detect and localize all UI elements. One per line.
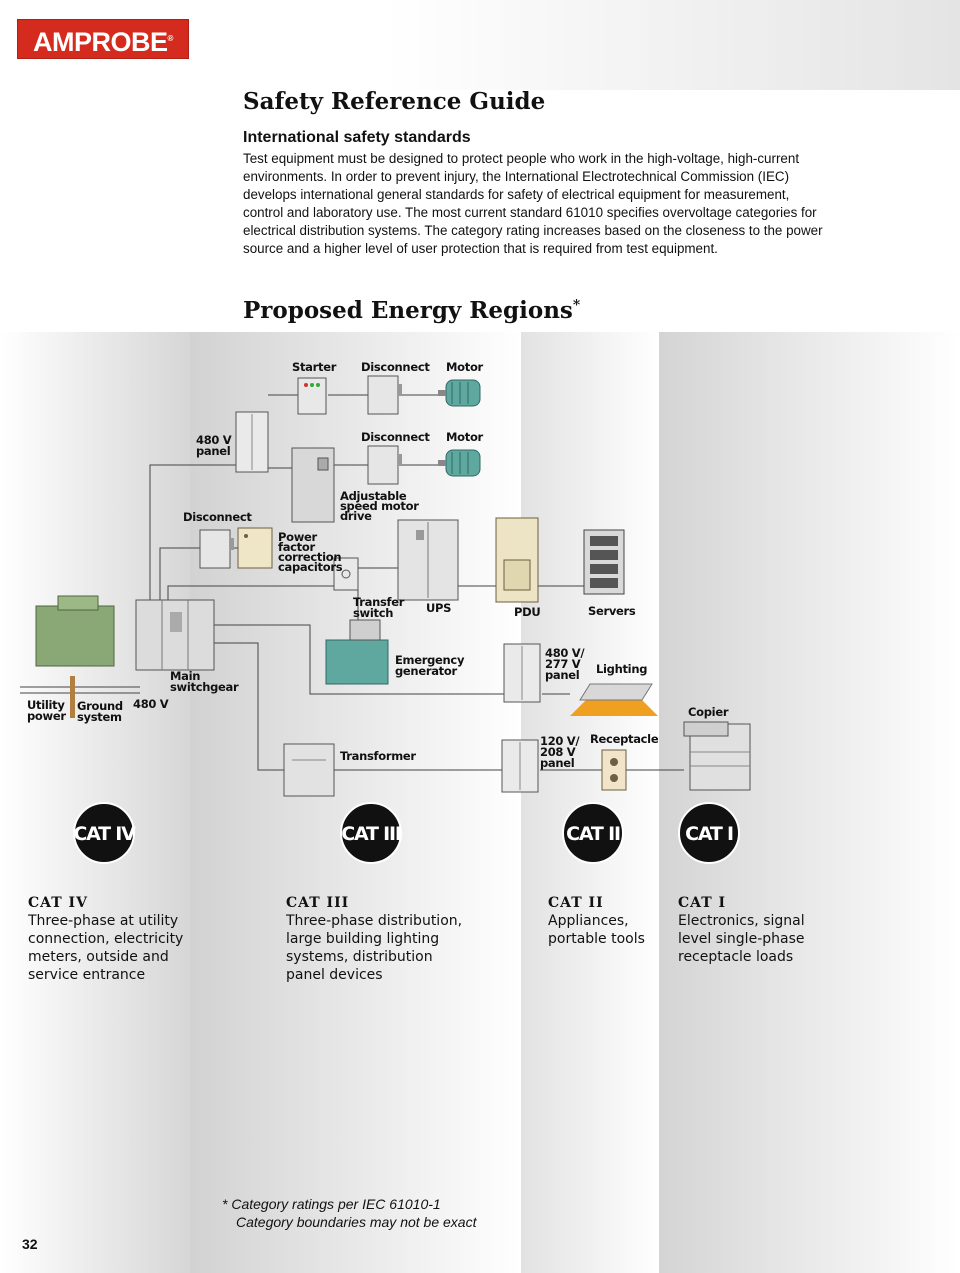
label-main-a: Main <box>170 669 200 683</box>
label-208-a: 120 V/ <box>540 734 580 748</box>
panel-480-277v <box>503 643 541 703</box>
footnote: * Category ratings per IEC 61010-1 Categ… <box>222 1195 476 1231</box>
cat-iv-badge: CAT IV <box>73 802 137 864</box>
section-heading: International safety standards <box>243 129 471 146</box>
regions-heading: Proposed Energy Regions* <box>243 297 581 324</box>
motor-icon-2 <box>438 449 481 477</box>
label-asd-b: speed motor <box>340 499 419 513</box>
label-receptacle: Receptacle <box>590 732 659 746</box>
transformer-box <box>283 743 335 797</box>
amprobe-logo: AMPROBE® <box>17 19 189 59</box>
cat-ii-badge: CAT II <box>562 802 624 864</box>
label-utility-a: Utility <box>27 698 65 712</box>
label-pfc-b: factor <box>278 540 315 554</box>
receptacle-outlet <box>601 749 627 791</box>
cat-iii-badge: CAT III <box>340 802 402 864</box>
footnote-line-1: * Category ratings per IEC 61010-1 <box>222 1196 441 1212</box>
starter-box <box>297 377 327 415</box>
server-rack <box>583 529 625 595</box>
cat-ii-description: CAT II Appliances, portable tools <box>548 894 658 948</box>
wiring-lines <box>20 394 684 771</box>
motor-icon-1 <box>438 379 481 407</box>
copier-machine <box>683 721 751 791</box>
label-277-b: 277 V <box>545 657 581 671</box>
svg-text:CAT IV: CAT IV <box>73 823 136 845</box>
page-title: Safety Reference Guide <box>243 88 546 115</box>
panel-120-208v <box>501 739 539 793</box>
emergency-generator <box>325 619 389 685</box>
cat-iv-title: CAT IV <box>28 895 88 911</box>
label-277-c: panel <box>545 668 579 682</box>
cat-iii-text: Three-phase distribution, large building… <box>286 913 463 983</box>
label-disconnect-3: Disconnect <box>183 510 252 524</box>
cat-ii-text: Appliances, portable tools <box>548 913 645 947</box>
label-asd-c: drive <box>340 509 372 523</box>
label-utility-b: power <box>27 709 66 723</box>
cat-iii-title: CAT III <box>286 895 350 911</box>
label-main-b: switchgear <box>170 680 239 694</box>
transfer-switch <box>333 557 359 591</box>
cat-i-badge: CAT I <box>678 802 740 864</box>
label-generator-b: generator <box>395 664 457 678</box>
panel-480v <box>235 411 269 473</box>
ground-rod <box>70 676 75 718</box>
svg-text:CAT III: CAT III <box>341 823 401 845</box>
svg-text:CAT I: CAT I <box>685 823 733 845</box>
label-transformer: Transformer <box>340 749 416 763</box>
intro-paragraph: Test equipment must be designed to prote… <box>243 151 823 256</box>
lighting-fixture <box>570 683 658 716</box>
label-pfc-c: correction <box>278 550 341 564</box>
cat-iv-text: Three-phase at utility connection, elect… <box>28 913 184 983</box>
cat-i-text: Electronics, signal level single-phase r… <box>678 913 805 965</box>
label-277-a: 480 V/ <box>545 646 585 660</box>
label-pfc-d: capacitors <box>278 560 343 574</box>
utility-transformer <box>35 595 115 667</box>
cat-i-title: CAT I <box>678 895 727 911</box>
cat-ii-title: CAT II <box>548 895 604 911</box>
disconnect-box-1 <box>367 375 402 415</box>
cat-iii-description: CAT III Three-phase distribution, large … <box>286 894 496 984</box>
energy-regions-diagram: Starter Disconnect Motor 480 V panel Dis… <box>20 360 751 864</box>
label-disconnect-1: Disconnect <box>361 360 430 374</box>
label-480v: 480 V <box>133 697 169 711</box>
power-factor-capacitors <box>237 527 273 569</box>
label-transfer-a: Transfer <box>353 595 405 609</box>
label-ups: UPS <box>426 601 451 615</box>
label-480v-panel-b: panel <box>196 444 230 458</box>
label-transfer-b: switch <box>353 606 393 620</box>
label-motor-1: Motor <box>446 360 484 374</box>
label-asd-a: Adjustable <box>340 489 407 503</box>
label-208-b: 208 V <box>540 745 576 759</box>
pdu-cabinet <box>495 517 539 603</box>
label-ground-a: Ground <box>77 699 123 713</box>
adjustable-speed-drive <box>291 447 335 523</box>
label-pfc-a: Power <box>278 530 318 544</box>
label-208-c: panel <box>540 756 574 770</box>
label-disconnect-2: Disconnect <box>361 430 430 444</box>
label-copier: Copier <box>688 705 729 719</box>
cat-i-description: CAT I Electronics, signal level single-p… <box>678 894 848 966</box>
cat-iv-description: CAT IV Three-phase at utility connection… <box>28 894 188 984</box>
disconnect-box-3 <box>199 529 234 569</box>
label-servers: Servers <box>588 604 636 618</box>
ups-cabinet <box>397 519 459 601</box>
label-480v-panel-a: 480 V <box>196 433 232 447</box>
label-motor-2: Motor <box>446 430 484 444</box>
svg-text:CAT II: CAT II <box>566 823 620 845</box>
footnote-line-2: Category boundaries may not be exact <box>236 1214 477 1230</box>
cat-iv-region <box>0 332 190 1273</box>
label-pdu: PDU <box>514 605 540 619</box>
label-starter: Starter <box>292 360 337 374</box>
label-ground-b: system <box>77 710 122 724</box>
main-switchgear <box>135 599 215 671</box>
cat-iii-region <box>190 332 521 1273</box>
page-number: 32 <box>22 1236 38 1252</box>
label-lighting: Lighting <box>596 662 647 676</box>
label-generator-a: Emergency <box>395 653 465 667</box>
disconnect-box-2 <box>367 445 402 485</box>
